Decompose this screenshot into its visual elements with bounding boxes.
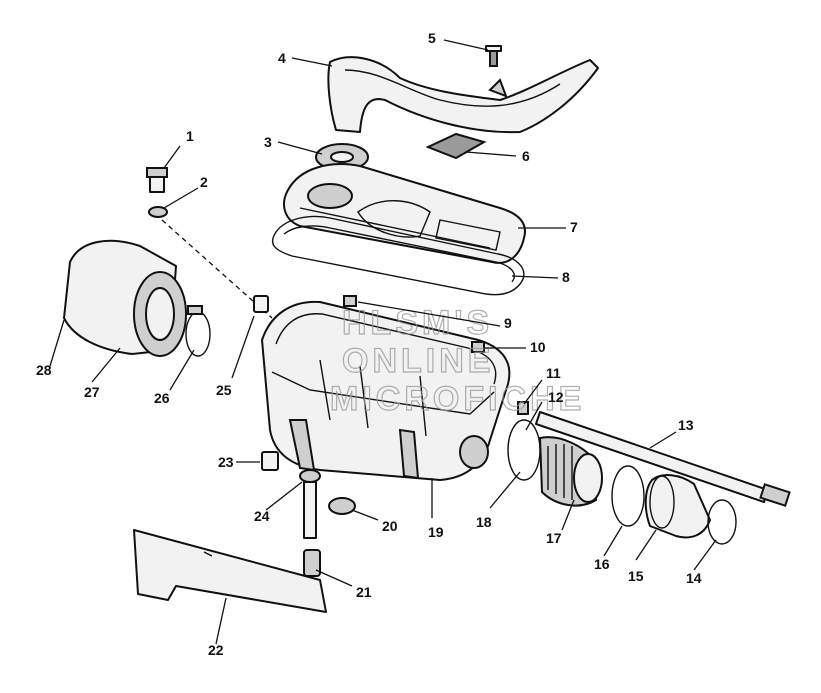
callout-10: 10	[530, 339, 546, 355]
callout-25: 25	[216, 382, 232, 398]
watermark-line-1: HLSM'S	[342, 304, 493, 342]
part-27-air-filter	[133, 271, 187, 357]
callout-20: 20	[382, 518, 398, 534]
callout-21: 21	[356, 584, 372, 600]
watermark: HLSM'S ONLINE MICROFICHE	[329, 303, 585, 418]
part-10-clip	[471, 341, 485, 353]
callout-7: 7	[570, 219, 578, 235]
part-6-decal	[425, 132, 487, 160]
part-16-clamp	[611, 465, 645, 527]
part-7-airbox-cover	[283, 163, 526, 264]
part-21-fitting	[303, 549, 321, 577]
callout-11: 11	[546, 365, 561, 381]
callout-14: 14	[686, 570, 702, 586]
callout-24: 24	[254, 508, 270, 524]
watermark-line-2: ONLINE	[342, 342, 494, 380]
part-25-plug	[253, 295, 269, 313]
part-4-outlet-duct	[327, 56, 599, 134]
callout-13: 13	[678, 417, 694, 433]
part-5-screw	[485, 45, 502, 67]
assembly-path-line	[161, 219, 273, 319]
part-19-airbox-body	[261, 300, 511, 481]
callout-28: 28	[36, 362, 52, 378]
part-13-drain-tube	[535, 411, 791, 507]
callout-labels: 1 2 3 4 5 6 7 8 9 10 11 12 13 14 15 16 1…	[36, 30, 702, 658]
callout-16: 16	[594, 556, 610, 572]
part-22-heat-shield	[133, 529, 327, 613]
watermark-line-3: MICROFICHE	[330, 380, 585, 418]
callout-17: 17	[546, 530, 562, 546]
callout-23: 23	[218, 454, 234, 470]
part-23-plug	[261, 451, 279, 471]
part-20-nut	[328, 497, 356, 515]
callout-26: 26	[154, 390, 170, 406]
part-26-clamp	[185, 305, 211, 357]
callout-8: 8	[562, 269, 570, 285]
callout-15: 15	[628, 568, 644, 584]
part-12-seal-ring	[507, 419, 541, 481]
part-1-bolt	[146, 167, 168, 193]
callout-22: 22	[208, 642, 224, 658]
callout-3: 3	[264, 134, 272, 150]
callout-18: 18	[476, 514, 492, 530]
callout-27: 27	[84, 384, 100, 400]
part-3-grommet	[315, 143, 369, 171]
part-24-drain	[299, 469, 321, 539]
part-2-washer	[148, 206, 168, 218]
callout-2: 2	[200, 174, 208, 190]
leader-lines	[49, 39, 717, 645]
callout-6: 6	[522, 148, 530, 164]
part-9-clip	[343, 295, 357, 307]
callout-1: 1	[186, 128, 194, 144]
part-15-boot	[644, 474, 711, 539]
part-8-seal	[271, 215, 525, 296]
callout-12: 12	[548, 389, 564, 405]
callout-4: 4	[278, 50, 286, 66]
callout-9: 9	[504, 315, 512, 331]
callout-5: 5	[428, 30, 436, 46]
callout-19: 19	[428, 524, 444, 540]
part-17-adapter	[538, 436, 603, 507]
part-11-fitting	[517, 401, 529, 415]
part-14-clamp	[707, 499, 737, 545]
